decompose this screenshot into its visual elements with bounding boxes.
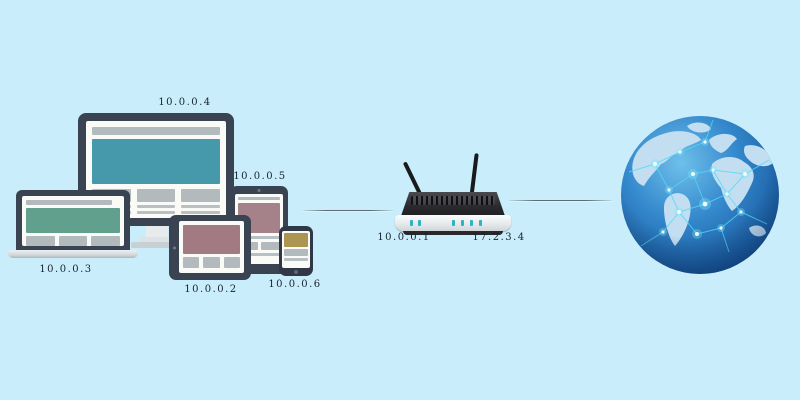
- router-led: [452, 220, 455, 226]
- monitor-stand-neck: [146, 226, 168, 238]
- monitor-stand-base: [131, 242, 187, 248]
- ip-label-phone: 10.0.0.6: [268, 279, 322, 290]
- ip-label-tablet-landscape: 10.0.0.2: [184, 284, 238, 295]
- tablet-landscape-camera-dot: [173, 246, 176, 249]
- router-led: [461, 220, 464, 226]
- monitor-ui-header: [92, 127, 220, 135]
- wifi-router: [393, 152, 513, 238]
- smartphone-ui-hero: [284, 233, 308, 247]
- router-led: [410, 220, 413, 226]
- monitor-stand-mid: [139, 237, 177, 242]
- laptop-ui-hero: [26, 208, 120, 233]
- tablet-landscape: [169, 215, 251, 280]
- ip-label-monitor: 10.0.0.4: [158, 97, 212, 108]
- internet-globe: [621, 116, 779, 274]
- tablet-landscape-ui-hero: [183, 225, 240, 254]
- wan-cable: [509, 200, 612, 201]
- ip-label-router-wan: 17.2.3.4: [472, 232, 526, 243]
- smartphone-screen: [282, 231, 310, 268]
- router-led: [418, 220, 421, 226]
- router-led: [479, 220, 482, 226]
- router-front-panel: [395, 215, 511, 231]
- tablet-landscape-screen: [179, 221, 244, 273]
- ip-label-laptop: 10.0.0.3: [39, 264, 93, 275]
- ip-label-tablet-portrait: 10.0.0.5: [233, 171, 287, 182]
- lan-cable: [303, 210, 393, 211]
- laptop-screen: [22, 196, 124, 246]
- laptop: [16, 190, 130, 252]
- smartphone-home-button: [294, 270, 298, 274]
- monitor-ui-hero: [92, 139, 220, 184]
- laptop-base: [8, 250, 138, 258]
- router-vents: [411, 196, 495, 206]
- router-body-top: [401, 192, 505, 216]
- router-foot: [403, 231, 503, 235]
- smartphone: [279, 226, 313, 276]
- ip-label-router-lan: 10.0.0.1: [377, 232, 431, 243]
- router-led: [470, 220, 473, 226]
- tablet-portrait-camera-dot: [257, 189, 261, 192]
